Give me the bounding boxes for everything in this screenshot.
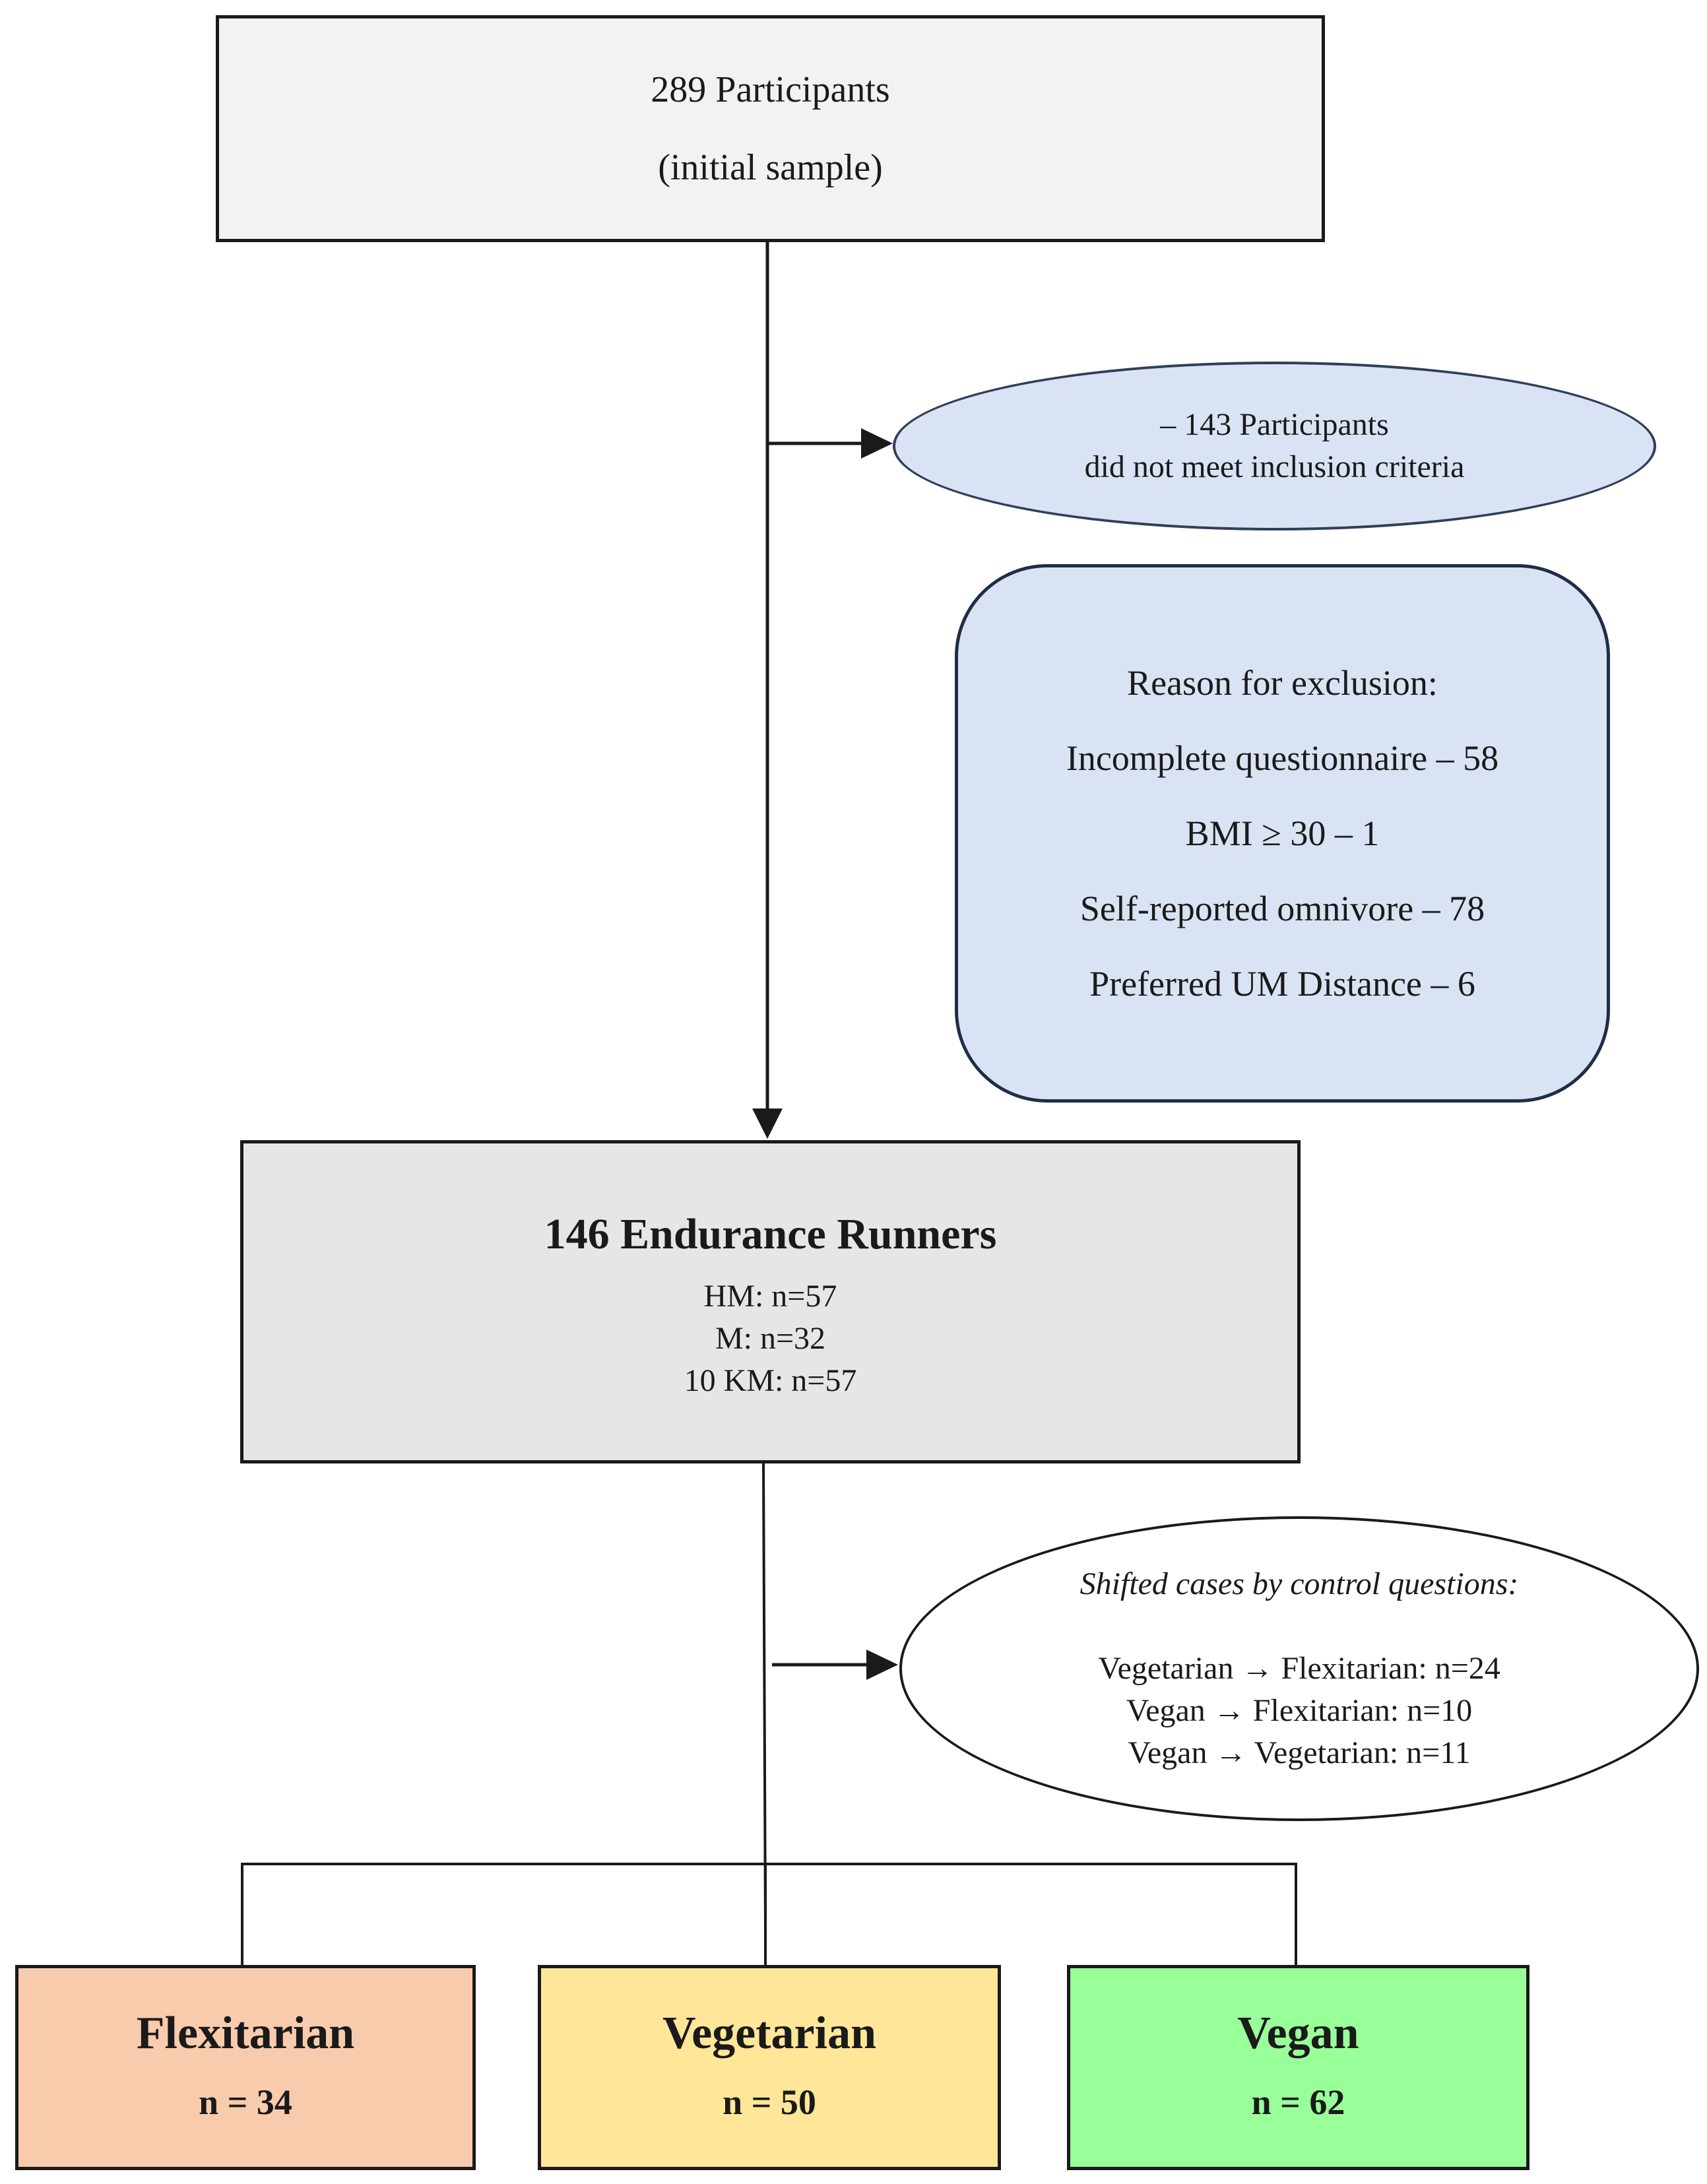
shifted-cases-ellipse: Shifted cases by control questions: Vege… xyxy=(899,1516,1699,1821)
shifted-branch-arrowhead xyxy=(866,1650,898,1680)
initial-count: 289 Participants xyxy=(651,69,890,110)
exclusion-reason: Self-reported omnivore – 78 xyxy=(1079,889,1485,928)
shifted-case: Vegan → Vegetarian: n=11 xyxy=(1128,1735,1471,1770)
shifted-case: Vegetarian → Flexitarian: n=24 xyxy=(1098,1651,1500,1686)
second-flow-line xyxy=(762,1463,767,1931)
vegan-group-box: Vegan n = 62 xyxy=(1067,1965,1530,2170)
exclusion-reason: Incomplete questionnaire – 58 xyxy=(1066,738,1499,778)
runners-subgroup: 10 KM: n=57 xyxy=(684,1363,857,1398)
flexitarian-group-box: Flexitarian n = 34 xyxy=(15,1965,476,2170)
shifted-cases-heading: Shifted cases by control questions: xyxy=(1079,1566,1519,1601)
excluded-label: did not meet inclusion criteria xyxy=(1084,449,1465,484)
group-name: Vegan xyxy=(1237,2007,1359,2059)
group-name: Flexitarian xyxy=(136,2007,355,2059)
vegetarian-group-box: Vegetarian n = 50 xyxy=(538,1965,1001,2170)
exclusion-branch-arrowhead xyxy=(861,428,893,459)
runners-subgroup: HM: n=57 xyxy=(703,1279,837,1314)
exclusion-reason: Preferred UM Distance – 6 xyxy=(1089,964,1475,1004)
exclusion-reasons-box: Reason for exclusion: Incomplete questio… xyxy=(955,564,1610,1103)
excluded-count: – 143 Participants xyxy=(1160,407,1389,442)
exclusion-reasons-heading: Reason for exclusion: xyxy=(1127,663,1438,703)
excluded-ellipse: – 143 Participants did not meet inclusio… xyxy=(893,362,1656,530)
initial-sample-box: 289 Participants (initial sample) xyxy=(216,15,1325,242)
group-name: Vegetarian xyxy=(662,2007,877,2059)
initial-label: (initial sample) xyxy=(658,147,883,188)
group-count: n = 34 xyxy=(199,2082,292,2122)
shifted-case: Vegan → Flexitarian: n=10 xyxy=(1126,1693,1473,1728)
main-flow-arrowhead xyxy=(752,1108,783,1139)
endurance-runners-box: 146 Endurance Runners HM: n=57 M: n=32 1… xyxy=(240,1140,1301,1463)
runners-title: 146 Endurance Runners xyxy=(544,1210,997,1258)
runners-subgroup: M: n=32 xyxy=(715,1321,826,1356)
exclusion-reason: BMI ≥ 30 – 1 xyxy=(1185,814,1380,853)
group-count: n = 62 xyxy=(1251,2082,1345,2122)
group-count: n = 50 xyxy=(723,2082,816,2122)
